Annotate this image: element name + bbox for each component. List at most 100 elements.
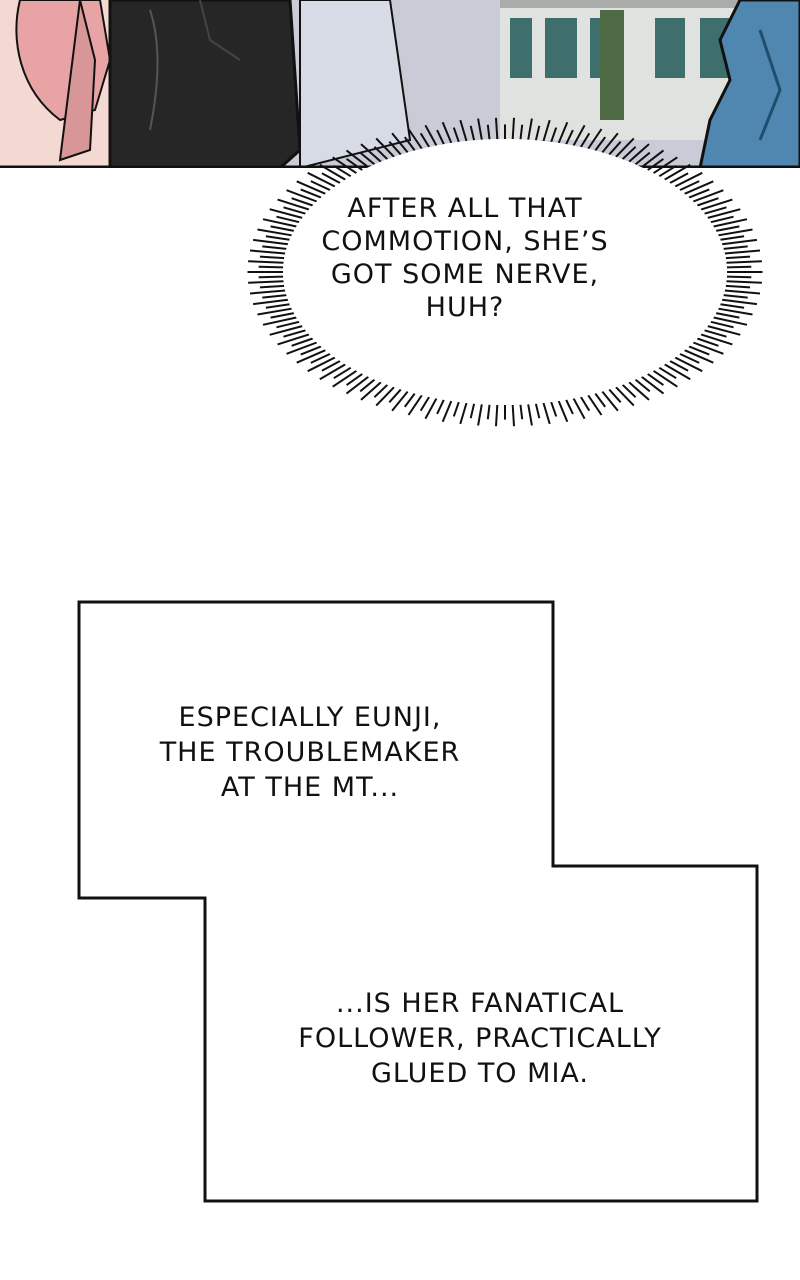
bubble-spike [283, 206, 306, 215]
bubble-spike [713, 218, 748, 228]
bubble-spike [679, 180, 700, 192]
bubble-spike [534, 125, 541, 141]
bubble-spike [534, 403, 541, 419]
bubble-spike [407, 394, 423, 416]
bubble-spike [375, 386, 395, 407]
bubble-spike [283, 329, 306, 338]
bubble-spike [419, 396, 430, 412]
bubble-spike [333, 164, 352, 178]
bubble-spike [441, 400, 453, 423]
bubble-spike [723, 294, 748, 299]
bubble-spike [360, 381, 382, 401]
bubble-spike [652, 369, 678, 388]
bubble-spike [511, 404, 515, 427]
bubble-spike [634, 378, 651, 393]
bubble-spike [710, 215, 734, 224]
bubble-spike [477, 404, 483, 426]
bubble-spike [300, 345, 322, 356]
bubble-spike [248, 260, 284, 264]
bubble-spike [486, 124, 491, 140]
bubble-spike [269, 208, 303, 219]
bubble-spike [388, 388, 402, 403]
bubble-spike [664, 363, 691, 381]
bubble-spike [647, 158, 664, 171]
bubble-spike [542, 119, 551, 142]
bubble-spike [658, 366, 677, 380]
caption-text-1: ESPECIALLY EUNJI, THE TROUBLEMAKER AT TH… [159, 702, 461, 803]
bubble-spike [391, 390, 409, 412]
bubble-spike [265, 303, 290, 309]
bubble-spike [715, 312, 740, 319]
comic-panel-art [0, 0, 800, 168]
bubble-spike [424, 124, 438, 146]
bubble-spike [291, 337, 314, 347]
bubble-spike [519, 124, 524, 140]
bubble-spike [713, 316, 748, 326]
spiky-speech-bubble [247, 117, 763, 427]
bubble-spike [628, 143, 650, 163]
bubble-spike [262, 218, 297, 228]
bubble-spike [469, 403, 476, 419]
bubble-spike [258, 275, 284, 279]
bubble-spike [608, 388, 622, 403]
bubble-spike [403, 392, 416, 408]
bubble-spike [720, 235, 745, 241]
bubble-spike [684, 349, 714, 364]
bubble-spike [310, 180, 331, 192]
bubble-spike [276, 215, 300, 224]
bubble-spike [319, 363, 346, 381]
bubble-spike [486, 404, 491, 420]
bubble-spike [459, 119, 468, 142]
bubble-spike [647, 373, 664, 386]
bubble-spike [707, 208, 741, 219]
bubble-spike [669, 360, 689, 372]
bubble-spike [424, 398, 438, 420]
bubble-spike [621, 146, 637, 160]
bubble-spike [277, 333, 310, 346]
bubble-spike [621, 384, 637, 398]
bubble-spike [452, 401, 460, 417]
bubble-spike [495, 404, 499, 427]
bubble-spike [262, 316, 297, 326]
bubble-spike [726, 280, 762, 284]
bubble-spike [391, 132, 409, 154]
bubble-spike [700, 198, 733, 211]
bubble-spike [527, 404, 533, 426]
bubble-spike [542, 402, 551, 425]
bubble-spike [373, 146, 389, 160]
bubble-spike [436, 399, 445, 415]
bubble-spike [346, 373, 363, 386]
caption-text-2: ...IS HER FANATICAL FOLLOWER, PRACTICALL… [298, 988, 662, 1089]
bubble-spike [594, 392, 607, 408]
bubble-spike [580, 396, 591, 412]
bubble-spike [511, 117, 515, 140]
bubble-spike [259, 284, 285, 289]
bubble-spike [300, 188, 322, 199]
bubble-spike [252, 298, 289, 306]
bubble-spike [307, 356, 336, 373]
bubble-spike [359, 151, 376, 166]
bubble-spike [565, 129, 574, 145]
bubble-spike [321, 172, 341, 184]
bubble-spike [360, 143, 382, 163]
bubble-spike [495, 117, 499, 140]
bubble-spike [674, 171, 703, 188]
bubble-spike [459, 402, 468, 425]
bubble-spike [345, 376, 369, 395]
bubble-spike [688, 345, 710, 356]
bubble-spike [291, 197, 314, 207]
bubble-spike [519, 404, 524, 420]
bubble-spike [679, 352, 700, 364]
bubble-spike [249, 289, 286, 295]
bubble-spike [696, 197, 719, 207]
bubble-spike [333, 366, 352, 380]
bubble-spike [726, 265, 752, 269]
bubble-spike [252, 238, 289, 246]
bubble-spike [664, 163, 691, 181]
bubble-spike [710, 320, 734, 329]
bubble-spike [557, 400, 569, 423]
bubble-spike [257, 307, 292, 316]
bubble-spike [572, 124, 586, 146]
bubble-spike [259, 255, 285, 260]
